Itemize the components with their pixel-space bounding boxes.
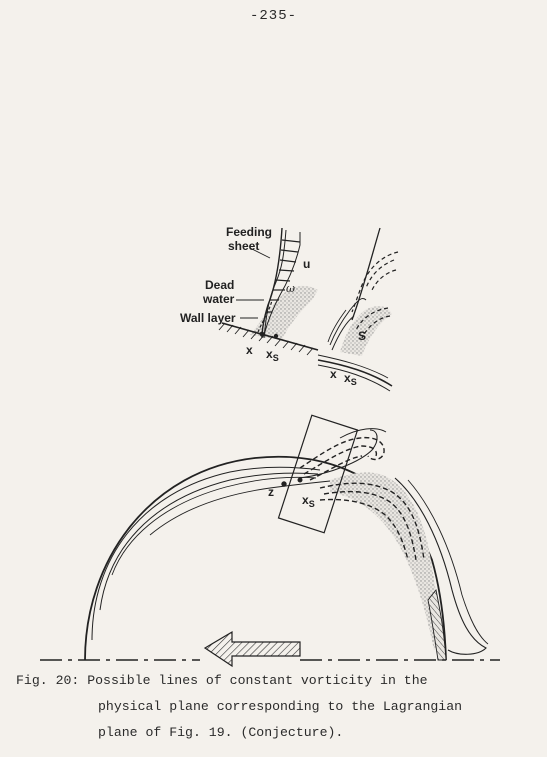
s-label-right: S bbox=[358, 329, 366, 343]
caption-line-3: plane of Fig. 19. (Conjecture). bbox=[98, 725, 344, 740]
omega-label: ω bbox=[286, 282, 295, 295]
main-cylinder bbox=[84, 414, 489, 661]
z-label: z bbox=[268, 485, 274, 499]
caption-line-2: physical plane corresponding to the Lagr… bbox=[98, 699, 463, 714]
wall-left bbox=[221, 322, 319, 351]
feeding-sheet-label-2: sheet bbox=[228, 239, 259, 253]
feeding-sheet-label-1: Feeding bbox=[226, 225, 272, 239]
x-label-left: x bbox=[246, 343, 253, 357]
cylinder-surface bbox=[84, 455, 447, 661]
dead-water-label-2: water bbox=[202, 292, 235, 306]
xs-label-left: xS bbox=[266, 347, 279, 363]
xs-label-right: xS bbox=[344, 371, 357, 387]
dead-water-label-1: Dead bbox=[205, 278, 234, 292]
page-number: -235- bbox=[249, 8, 297, 24]
u-label: u bbox=[303, 257, 310, 271]
wall-layer-label: Wall layer bbox=[180, 311, 236, 325]
xs-label-main: xS bbox=[302, 493, 315, 509]
detail-right bbox=[317, 227, 399, 392]
figure-caption: Fig. 20: Possible lines of constant vort… bbox=[16, 668, 541, 746]
flow-direction-arrow-icon bbox=[203, 630, 301, 668]
x-label-right: x bbox=[330, 367, 337, 381]
detail-left bbox=[218, 227, 319, 356]
dead-water-region-left bbox=[250, 285, 318, 340]
caption-line-1: Fig. 20: Possible lines of constant vort… bbox=[16, 673, 428, 688]
